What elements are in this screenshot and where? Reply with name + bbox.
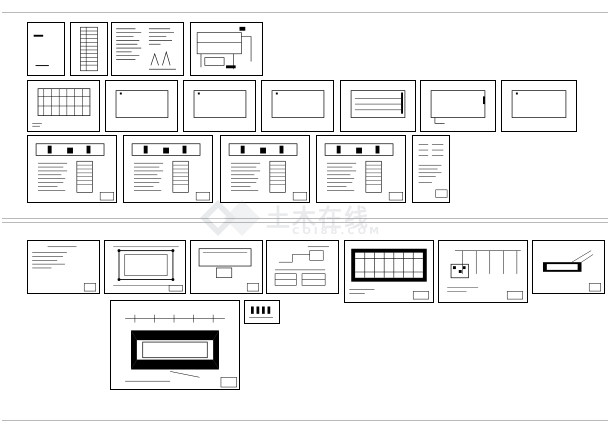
sheet-plan-6[interactable]: [420, 80, 496, 132]
sheet-b-notes[interactable]: [27, 240, 100, 294]
sheet-legend[interactable]: [412, 135, 450, 203]
sheet-plan-6-drawing: [430, 90, 486, 124]
sheet-system-diagram[interactable]: [190, 22, 263, 76]
sheet-index[interactable]: [70, 22, 108, 76]
sheet-plan-4[interactable]: [261, 80, 334, 132]
sheet-b-symbols[interactable]: [244, 300, 280, 324]
sheet-plan-lines[interactable]: [340, 80, 416, 132]
sheet-b-symbols-drawing: [249, 306, 273, 318]
sheet-plan-7-drawing: [511, 90, 567, 118]
sheet-detail-2[interactable]: [123, 135, 213, 203]
sheet-b-plan-dark[interactable]: [344, 240, 434, 303]
sheet-plan-lines-drawing: [350, 90, 406, 118]
sheet-plan-4-drawing: [271, 90, 325, 118]
sheet-b-plan-small[interactable]: [190, 240, 263, 294]
sheet-b-schematic-drawing: [274, 246, 329, 286]
sheet-b-plan-small-drawing: [198, 248, 259, 292]
sheet-b-layout[interactable]: [438, 240, 528, 303]
sheet-plan-grid[interactable]: [27, 80, 100, 132]
sheet-notes-drawing: [116, 28, 176, 70]
sheet-detail-1-drawing: [35, 143, 114, 201]
sheet-detail-4[interactable]: [316, 135, 406, 203]
sheet-b-plan-frame[interactable]: [104, 240, 186, 294]
sheet-b-schematic[interactable]: [266, 240, 339, 294]
sheet-b-plan-frame-drawing: [113, 246, 183, 292]
sheet-plan-2-drawing: [115, 90, 169, 118]
sheet-notes[interactable]: [111, 22, 184, 76]
sheet-detail-3-drawing: [228, 143, 307, 201]
sheet-detail-1[interactable]: [27, 135, 117, 203]
sheet-legend-drawing: [418, 144, 448, 198]
sheet-cover[interactable]: [27, 22, 65, 76]
sheet-plan-2[interactable]: [105, 80, 178, 132]
sheet-plan-7[interactable]: [501, 80, 577, 132]
sheet-b-plan-dark-drawing: [349, 248, 429, 300]
sheet-b-detail-drawing: [542, 250, 601, 292]
sheet-b-roof-drawing: [125, 314, 237, 388]
sheet-plan-3-drawing: [193, 90, 247, 118]
sheet-plan-3[interactable]: [183, 80, 256, 132]
sheet-detail-4-drawing: [324, 143, 403, 201]
sheet-detail-3[interactable]: [220, 135, 310, 203]
sheet-plan-grid-drawing: [32, 88, 91, 127]
sheet-b-roof[interactable]: [110, 300, 240, 390]
sheet-cover-drawing: [33, 34, 49, 67]
sheet-b-layout-drawing: [447, 250, 523, 300]
sheet-system-drawing: [196, 26, 252, 70]
sheet-index-drawing: [80, 26, 98, 72]
sheet-b-detail[interactable]: [532, 240, 605, 294]
sheet-detail-2-drawing: [131, 143, 210, 201]
sheet-b-notes-drawing: [32, 246, 96, 292]
